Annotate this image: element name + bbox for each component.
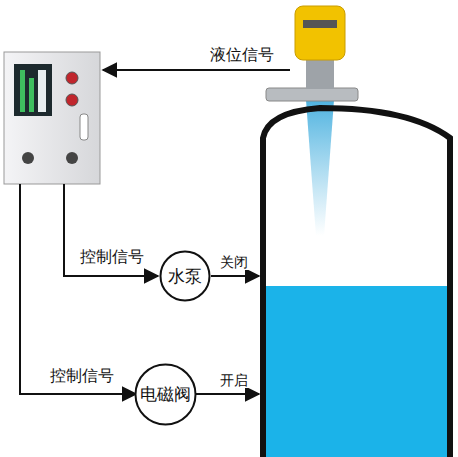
- device-name: 电磁阀: [140, 385, 191, 404]
- indicator-light: [66, 72, 78, 84]
- device-name: 水泵: [168, 267, 202, 286]
- cabinet-knob: [66, 152, 78, 164]
- radar-beam: [306, 100, 334, 236]
- signal-label: 控制信号: [78, 247, 146, 266]
- device-circle: 水泵: [159, 250, 211, 302]
- level-bar: [20, 70, 25, 112]
- level-bar: [38, 70, 46, 112]
- sensor-flange: [266, 88, 358, 101]
- signal-label: 开启: [218, 372, 250, 389]
- cabinet-display: [14, 64, 52, 116]
- water: [265, 286, 450, 457]
- signal-label: 关闭: [218, 254, 250, 271]
- control-wire: [64, 184, 158, 276]
- indicator-light: [66, 94, 78, 106]
- sensor-head: [295, 6, 345, 60]
- cabinet-knob: [22, 152, 34, 164]
- control-wire: [20, 184, 136, 394]
- sensor-neck: [306, 58, 334, 89]
- sensor-band: [303, 20, 337, 28]
- device-circle: 电磁阀: [134, 363, 197, 426]
- valve-outlet: [194, 393, 259, 395]
- signal-label: 控制信号: [48, 366, 116, 385]
- signal-label: 液位信号: [208, 45, 276, 64]
- tank-outline: [263, 108, 450, 457]
- circle-shape: [161, 252, 210, 301]
- control-cabinet: [4, 52, 100, 184]
- level-signal-wire: [103, 69, 290, 71]
- pump-outlet: [211, 275, 259, 277]
- level-bar: [29, 78, 34, 112]
- cabinet-slot: [80, 114, 88, 140]
- circle-shape: [135, 364, 195, 424]
